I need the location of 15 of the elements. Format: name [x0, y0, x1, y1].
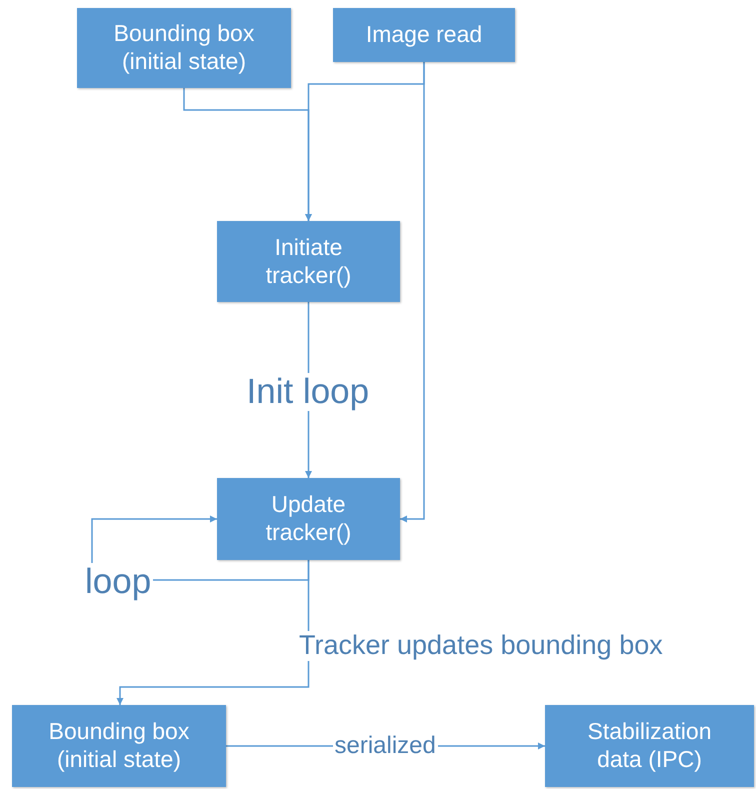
process-box [217, 221, 400, 302]
box-label: Bounding box (initial state) [48, 718, 190, 774]
process-box [217, 478, 400, 560]
process-box [12, 705, 226, 787]
process-box [77, 8, 291, 88]
box-label: Image read [366, 21, 482, 49]
box-label: Stabilization data (IPC) [586, 718, 713, 774]
process-box [545, 705, 754, 787]
arrow [116, 560, 310, 705]
arrow [400, 62, 425, 522]
box-label: Update tracker() [264, 491, 352, 547]
box-label: Initiate tracker() [264, 234, 352, 290]
process-box [333, 8, 515, 62]
box-label: Bounding box (initial state) [112, 20, 256, 76]
edge-label: Tracker updates bounding box [297, 631, 665, 661]
